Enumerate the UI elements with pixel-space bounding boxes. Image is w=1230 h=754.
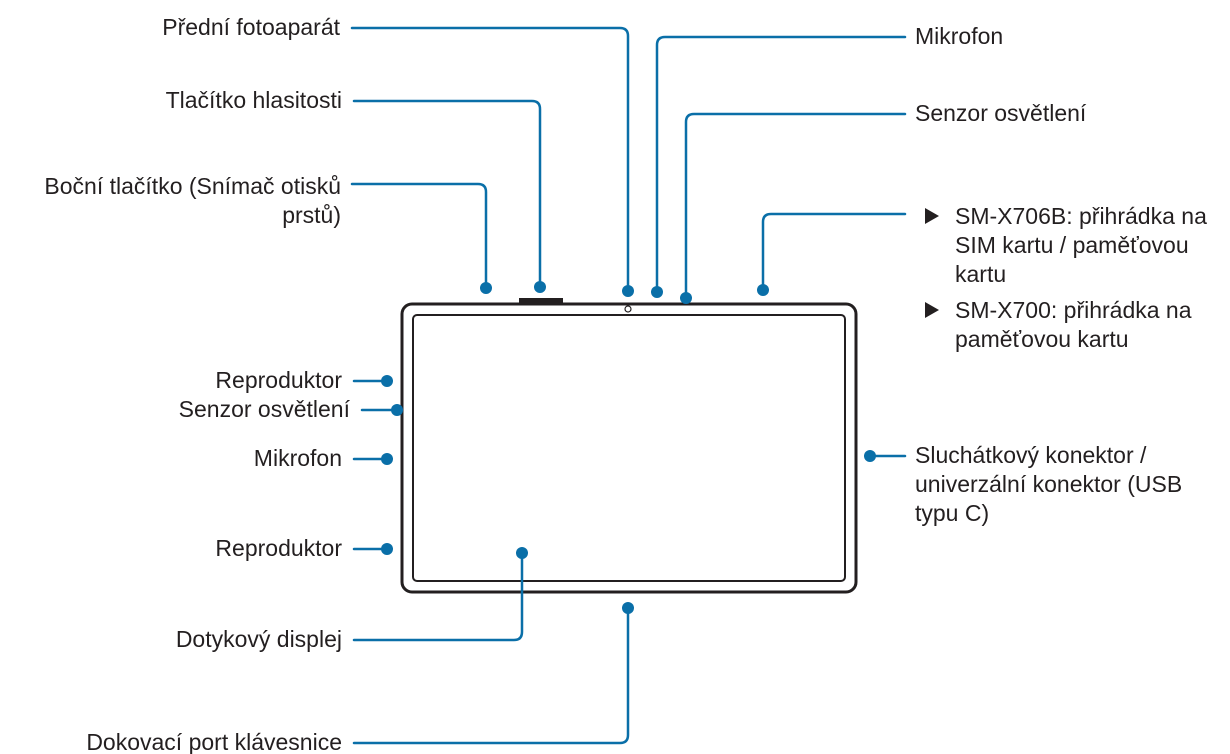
dot-touchscreen [516,547,528,559]
leader-sim-tray [761,212,907,291]
label-card-tray-x700-text: SM-X700: přihrádka na paměťovou kartu [955,297,1192,352]
dot-microphone-left [381,453,393,465]
label-touchscreen: Dotykový displej [175,626,342,652]
label-side-key: Boční tlačítko (Snímač otisků prstů) [44,173,341,228]
label-light-sensor-left: Senzor osvětlení [178,396,350,422]
dot-light-sensor-left [391,404,403,416]
leader-front-camera [350,26,630,292]
label-sim-tray-x706b: SM-X706B: přihrádka na SIM kartu / paměť… [925,202,1225,302]
leader-light-sensor-top [684,112,907,298]
dot-side-key [480,282,492,294]
dot-keyboard-port [622,602,634,614]
label-speaker-bottom: Reproduktor [215,535,342,561]
leader-microphone-top [655,35,907,294]
dot-front-camera [622,285,634,297]
label-light-sensor-top: Senzor osvětlení [915,100,1087,126]
label-microphone-left: Mikrofon [253,445,342,471]
leader-side-key [350,182,488,290]
dot-usb-connector [864,450,876,462]
dot-sim-tray [757,284,769,296]
label-keyboard-port: Dokovací port klávesnice [86,729,342,754]
callout-dots [381,281,876,614]
label-front-camera: Přední fotoaparát [162,14,340,40]
label-sim-tray-x706b-text: SM-X706B: přihrádka na SIM kartu / paměť… [955,203,1207,287]
leader-keyboard-port [352,606,630,745]
triangle-bullet-icon [925,208,939,224]
label-volume-key: Tlačítko hlasitosti [165,87,342,113]
tablet-screen [412,314,846,582]
label-speaker-top: Reproduktor [215,367,342,393]
label-microphone-top: Mikrofon [915,23,1004,49]
dot-speaker-top [381,375,393,387]
dot-speaker-bottom [381,543,393,555]
dot-light-sensor-top [680,292,692,304]
dot-volume-key [534,281,546,293]
volume-key-shape [519,298,563,304]
leader-volume-key [352,99,542,289]
leader-lines [350,26,907,745]
front-camera-lens [624,305,632,313]
label-usb-connector: Sluchátkový konektor / univerzální konek… [915,442,1183,526]
label-card-tray-x700: SM-X700: přihrádka na paměťovou kartu [925,296,1225,356]
dot-microphone-top [651,286,663,298]
triangle-bullet-icon [925,302,939,318]
leader-touchscreen [352,552,524,642]
